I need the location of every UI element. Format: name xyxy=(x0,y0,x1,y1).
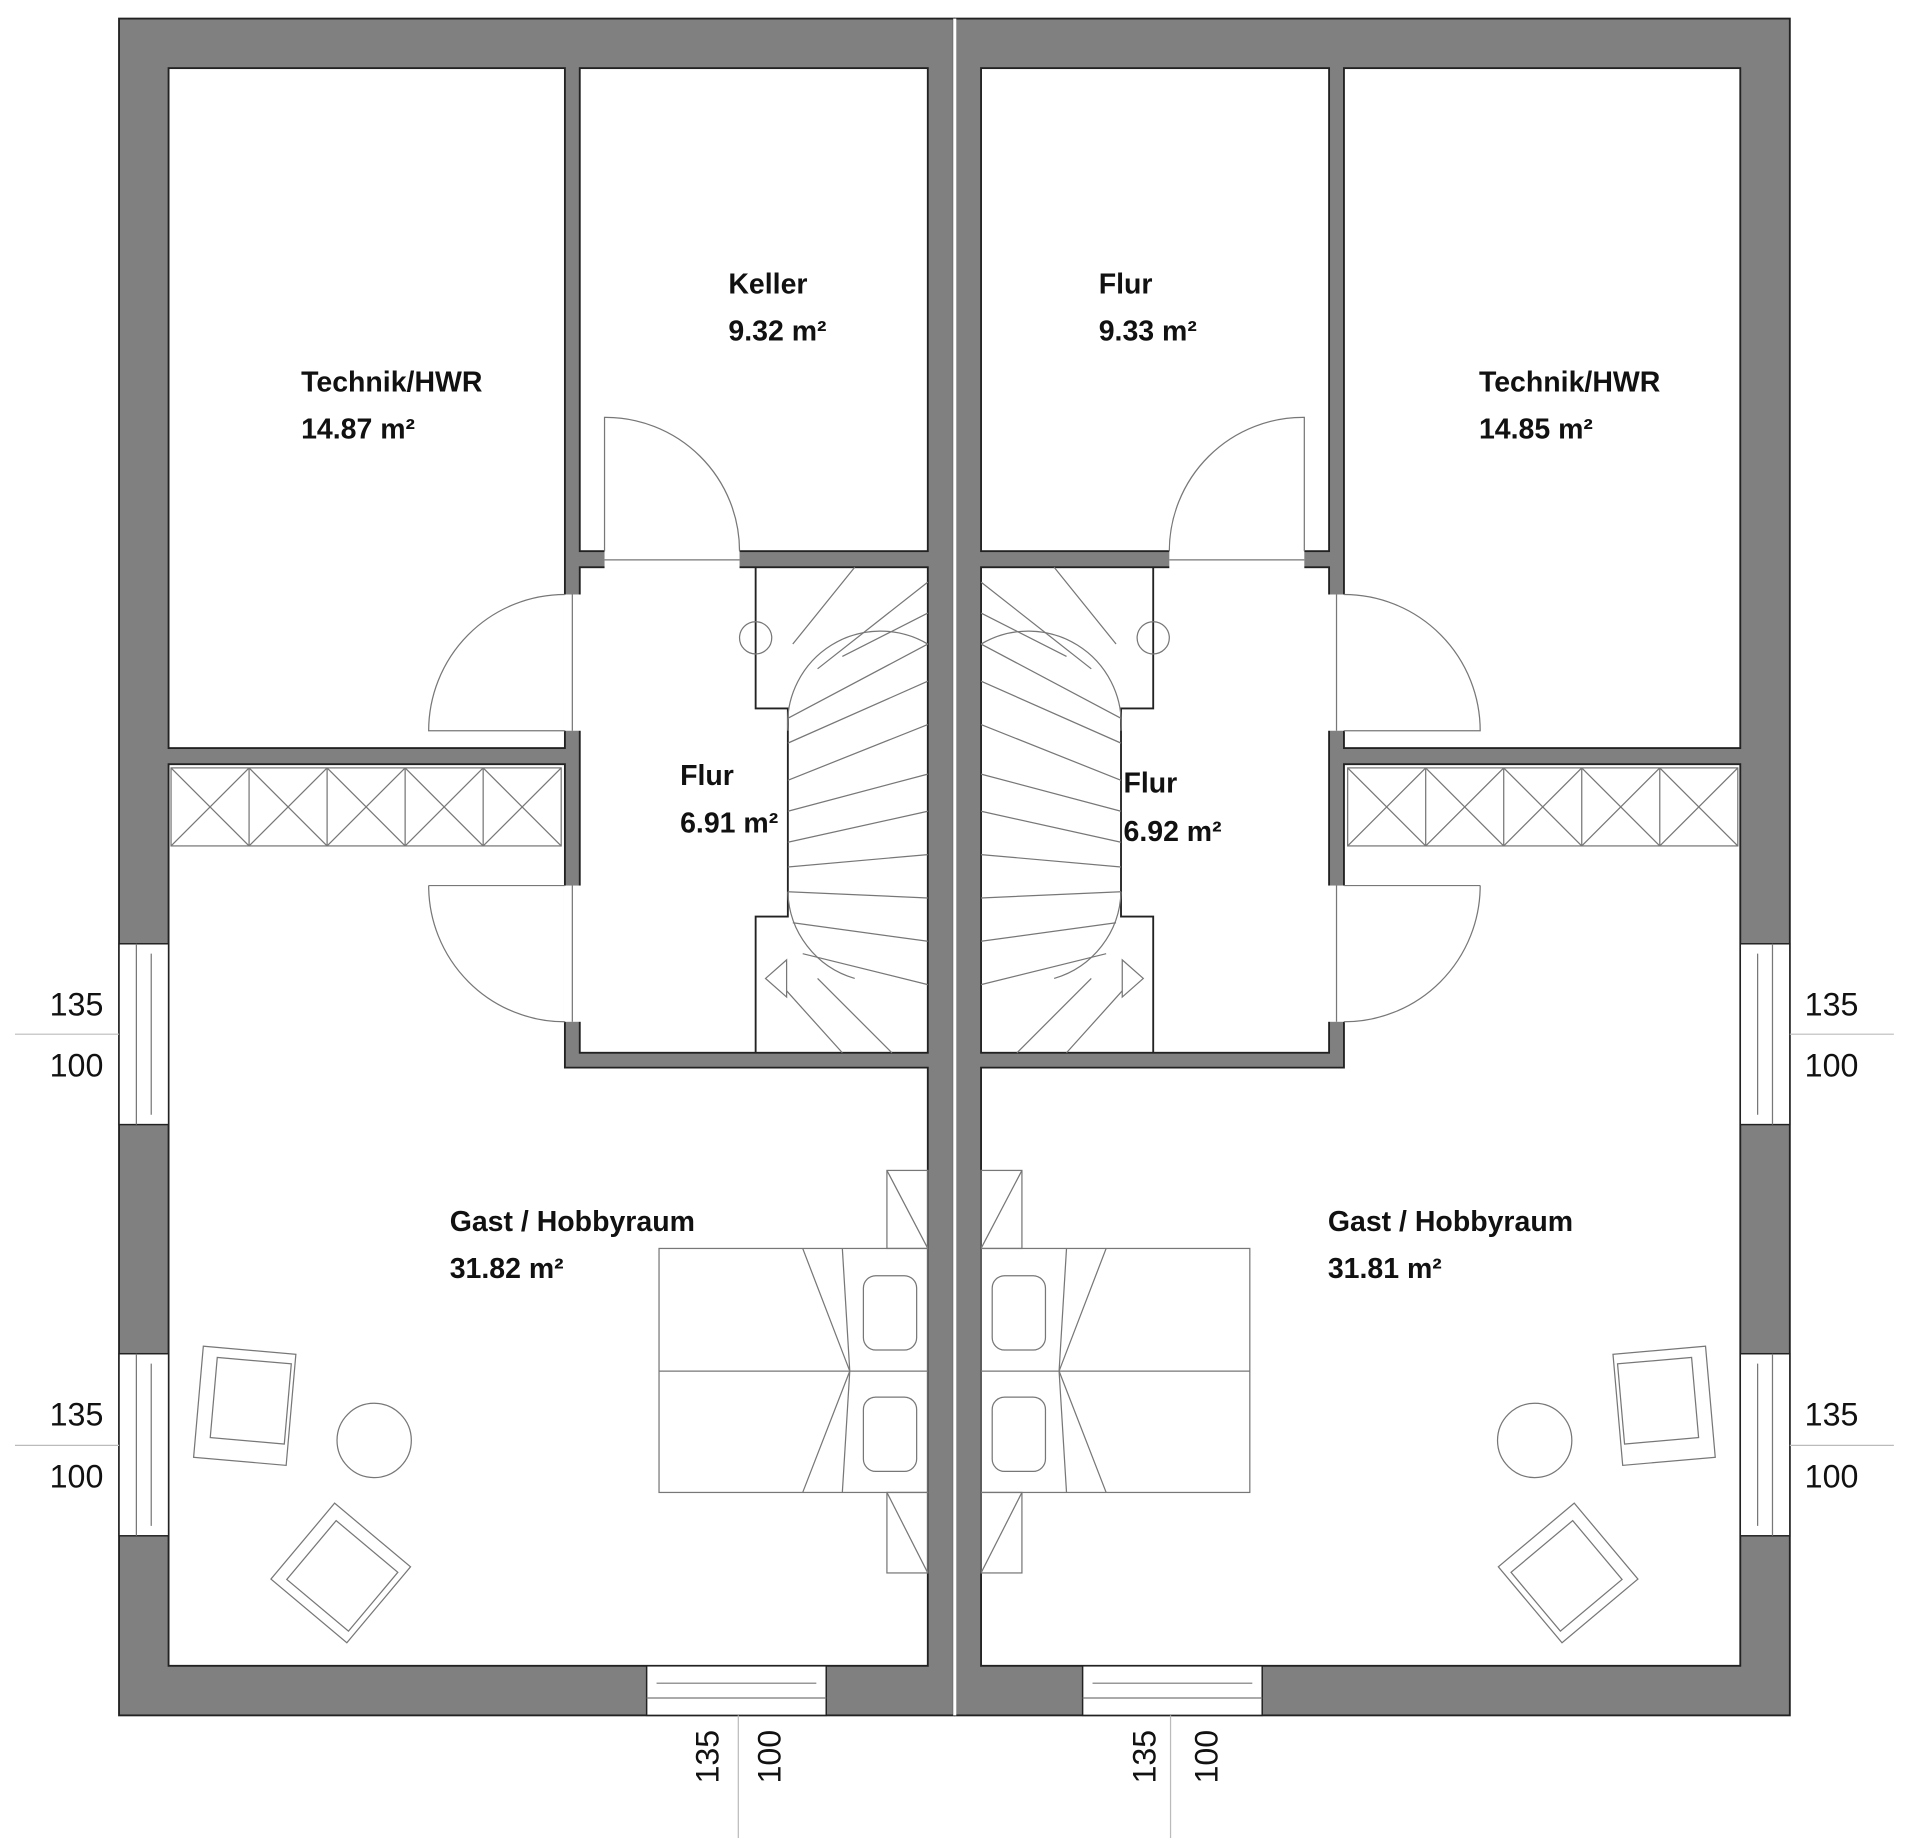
window-sill: 100 xyxy=(50,1458,104,1494)
window-sill: 100 xyxy=(50,1047,104,1083)
window-sill: 100 xyxy=(1805,1047,1859,1083)
room-area: 14.85 m² xyxy=(1479,413,1593,445)
room-name: Flur xyxy=(1099,269,1153,301)
room-name: Technik/HWR xyxy=(1479,366,1660,398)
room-name: Gast / Hobbyraum xyxy=(450,1206,695,1238)
room-area: 9.33 m² xyxy=(1099,316,1197,348)
room-area: 6.92 m² xyxy=(1123,816,1221,848)
window-height: 135 xyxy=(689,1730,725,1784)
room-name: Gast / Hobbyraum xyxy=(1328,1206,1573,1238)
right-unit xyxy=(954,17,1895,1838)
room-name: Flur xyxy=(680,760,734,792)
window-height: 135 xyxy=(1805,987,1859,1023)
room-area: 14.87 m² xyxy=(301,413,415,445)
left-unit xyxy=(14,17,955,1838)
room-area: 9.32 m² xyxy=(728,316,826,348)
room-area: 31.81 m² xyxy=(1328,1253,1442,1285)
room-name: Flur xyxy=(1123,768,1177,800)
window-height: 135 xyxy=(50,987,104,1023)
window-sill: 100 xyxy=(751,1730,787,1784)
window-height: 135 xyxy=(1127,1730,1163,1784)
window-height: 135 xyxy=(50,1397,104,1433)
window-height: 135 xyxy=(1805,1397,1859,1433)
party-wall-joint xyxy=(953,18,957,1716)
room-area: 31.82 m² xyxy=(450,1253,564,1285)
room-area: 6.91 m² xyxy=(680,807,778,839)
window-sill: 100 xyxy=(1805,1458,1859,1494)
window-sill: 100 xyxy=(1189,1730,1225,1784)
room-name: Technik/HWR xyxy=(301,366,482,398)
room-name: Keller xyxy=(728,269,807,301)
